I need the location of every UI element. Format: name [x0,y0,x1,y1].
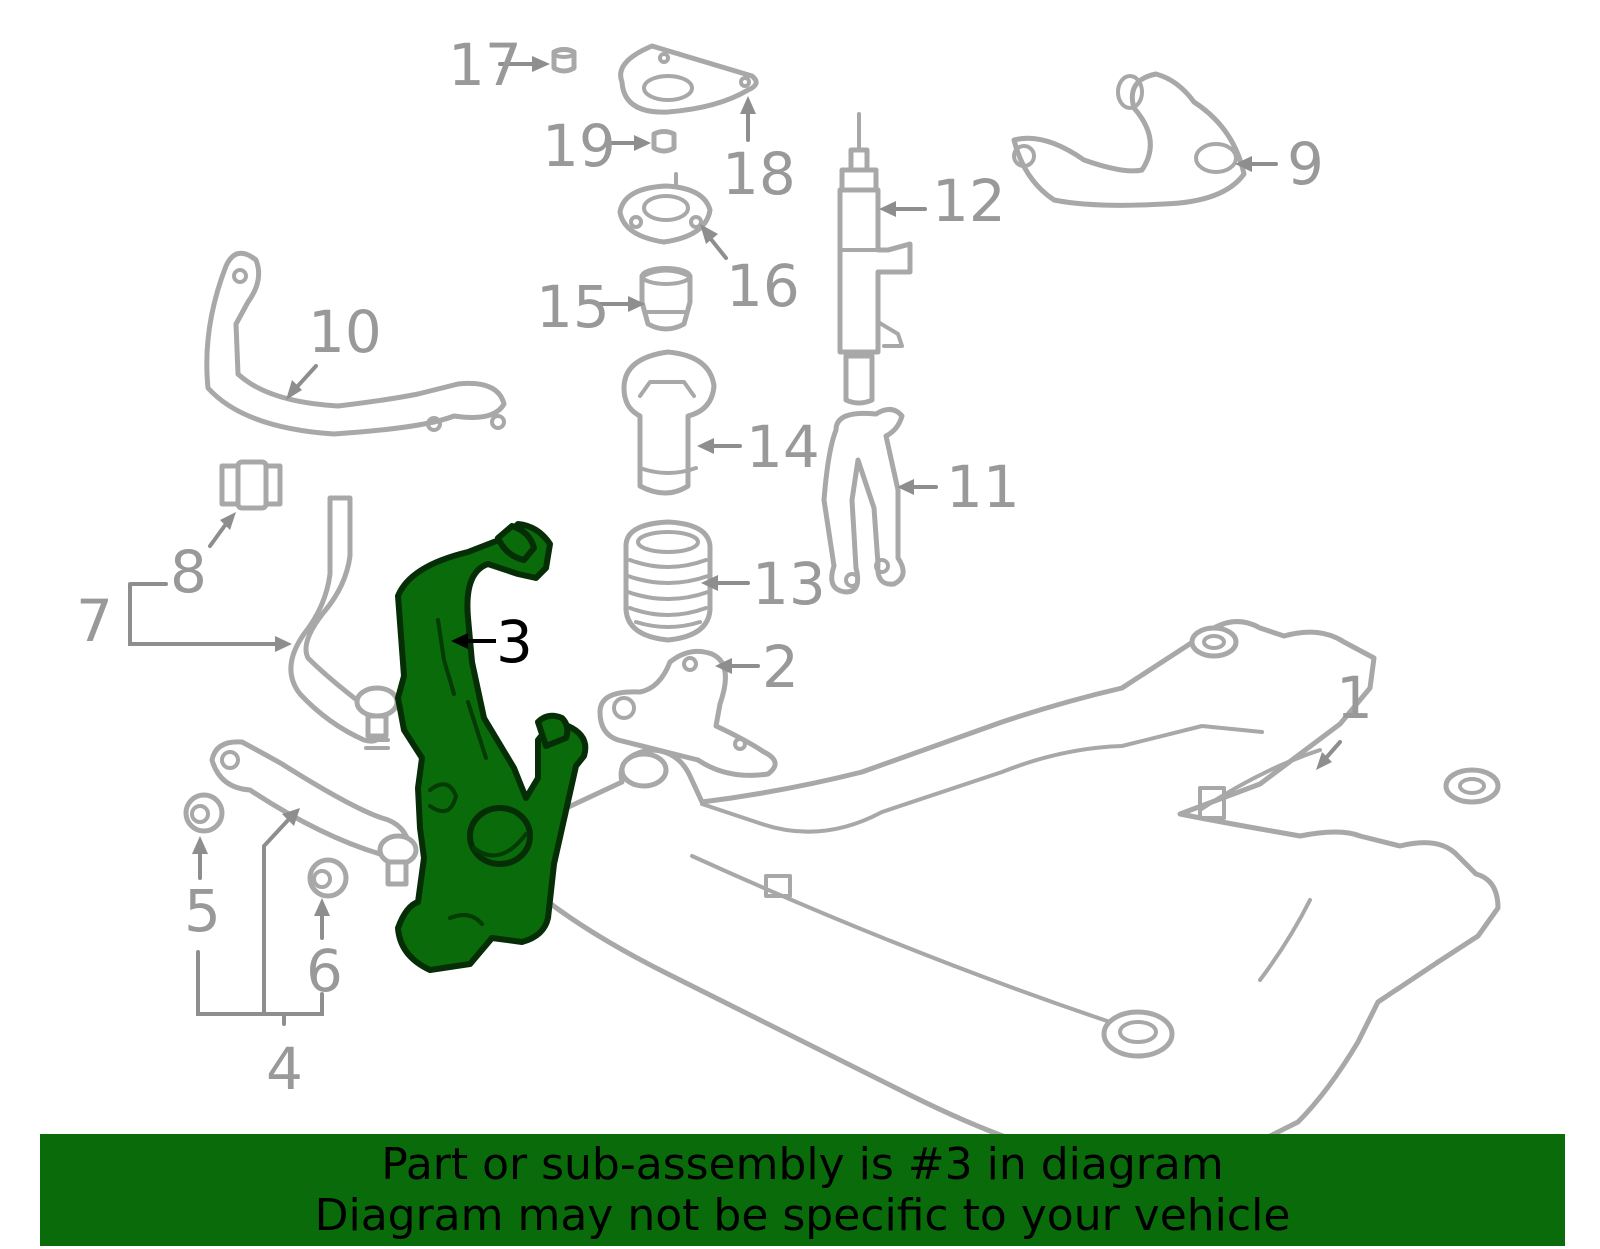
part-1-subframe [499,619,1501,1197]
part-11-fork [821,407,906,595]
part-4-lower-arm [209,739,419,887]
leader-18 [740,96,756,142]
part-3-steering-knuckle[interactable] [395,521,589,973]
leader-7 [128,582,292,652]
leader-15 [596,296,645,312]
part-7-tension-rod [288,495,400,750]
part-17-cap [551,47,577,74]
leader-13 [701,575,750,591]
callout-16: 16 [726,252,800,320]
callout-7: 7 [76,587,113,655]
callout-9: 9 [1287,130,1324,198]
part-10-lower-link [204,250,507,437]
leader-2 [715,658,760,674]
callout-19: 19 [542,112,616,180]
part-13-spring [623,519,713,643]
leader-4 [196,808,324,1026]
leader-8 [208,512,236,548]
part-8-bushing [219,459,283,511]
callout-17: 17 [448,31,522,99]
leader-14 [697,438,742,454]
callout-5: 5 [184,877,221,945]
callout-15: 15 [536,273,610,341]
callout-8: 8 [170,538,207,606]
part-19-cap [651,129,677,154]
callout-2: 2 [762,633,799,701]
banner-line-2: Diagram may not be specific to your vehi… [314,1190,1291,1241]
part-12-strut [837,112,913,406]
callout-10: 10 [308,298,382,366]
banner-line-1: Part or sub-assembly is #3 in diagram [381,1139,1224,1190]
callout-14: 14 [746,413,820,481]
leader-11 [897,479,938,495]
callout-4: 4 [266,1035,303,1103]
part-14-dust-boot [621,349,717,496]
part-16-strut-mount [617,172,713,245]
leader-19 [606,135,651,151]
leader-16 [700,224,728,260]
part-6-bushing [307,857,349,899]
leader-1 [1316,740,1342,770]
leader-9 [1235,156,1278,172]
callout-18: 18 [722,140,796,208]
leader-6 [314,898,330,940]
part-2-bracket [597,648,778,778]
notice-banner: Part or sub-assembly is #3 in diagram Di… [40,1134,1565,1246]
leader-17 [498,56,550,72]
callout-11: 11 [946,453,1020,521]
callout-6: 6 [306,937,343,1005]
part-5-bushing [183,792,225,834]
part-15-bump-stop [639,266,693,332]
leader-12 [879,201,927,217]
callout-13: 13 [752,550,826,618]
leader-3 [451,633,496,649]
part-9-upper-arm [1011,71,1247,208]
leader-10 [286,364,318,400]
leader-5 [192,836,208,880]
callout-3[interactable]: 3 [496,608,533,676]
callout-1: 1 [1336,664,1373,732]
callout-12: 12 [932,167,1006,235]
part-18-mount-plate [618,43,759,115]
